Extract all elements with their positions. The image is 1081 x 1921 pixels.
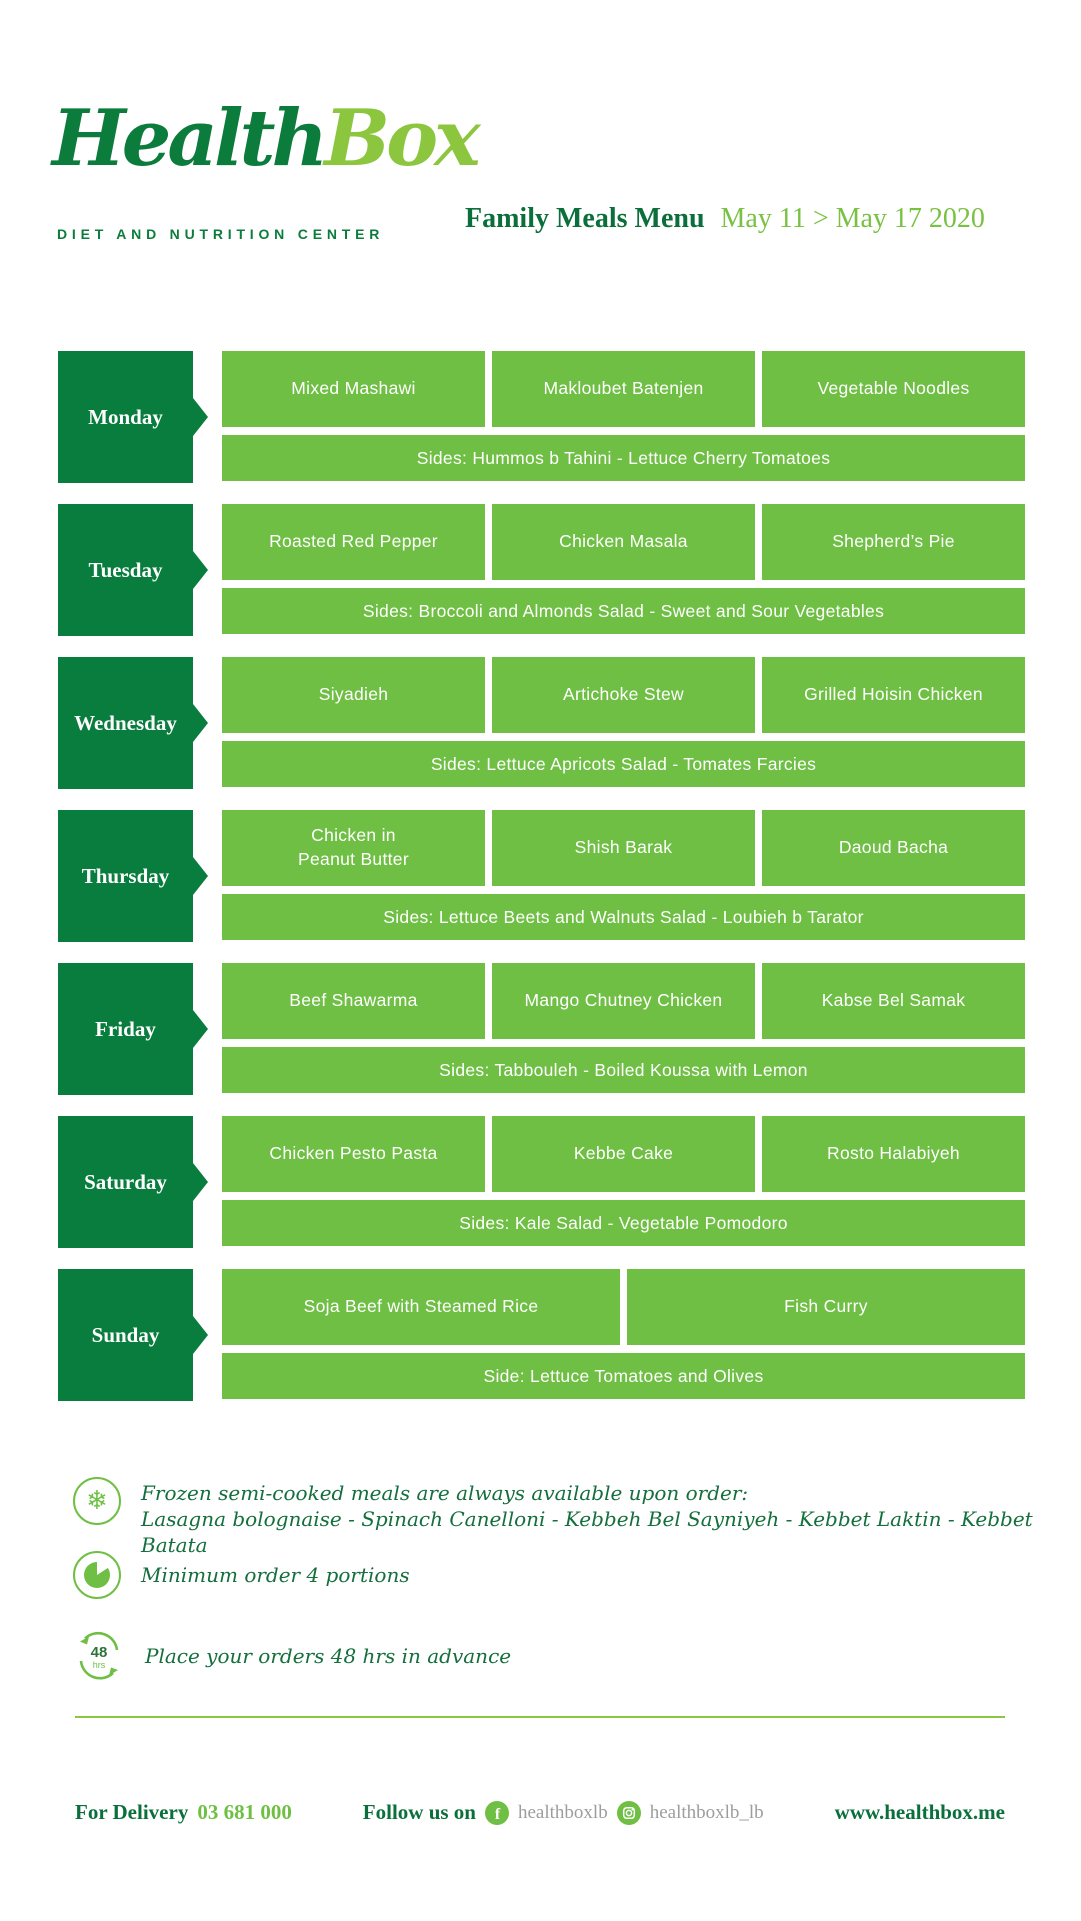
day-label-block: Tuesday: [58, 504, 193, 636]
date-range: May 11 > May 17 2020: [720, 203, 985, 234]
note-frozen-line1: Frozen semi-cooked meals are always avai…: [141, 1481, 749, 1505]
day-label-block: Sunday: [58, 1269, 193, 1401]
meal-block: Kabse Bel Samak: [762, 963, 1025, 1039]
day-arrow-icon: [193, 398, 208, 436]
healthbox-logo: HealthBox: [52, 100, 481, 178]
day-arrow-icon: [193, 551, 208, 589]
day-label-block: Monday: [58, 351, 193, 483]
note-order-advance: 48 hrs Place your orders 48 hrs in advan…: [73, 1629, 511, 1683]
sides-bar: Sides: Tabbouleh - Boiled Koussa with Le…: [222, 1047, 1025, 1093]
page-title: Family Meals Menu: [465, 203, 705, 234]
svg-text:f: f: [495, 1806, 501, 1823]
sides-bar: Sides: Broccoli and Almonds Salad - Swee…: [222, 588, 1025, 634]
svg-text:48: 48: [91, 1644, 108, 1661]
note-minimum-text: Minimum order 4 portions: [141, 1563, 410, 1587]
sides-bar: Sides: Hummos b Tahini - Lettuce Cherry …: [222, 435, 1025, 481]
svg-text:hrs: hrs: [93, 1660, 106, 1670]
footer: For Delivery 03 681 000 Follow us on f h…: [75, 1800, 1005, 1825]
meal-block: Daoud Bacha: [762, 810, 1025, 886]
meal-block: Fish Curry: [627, 1269, 1025, 1345]
delivery-info: For Delivery 03 681 000: [75, 1800, 292, 1825]
day-label-block: Thursday: [58, 810, 193, 942]
facebook-handle[interactable]: healthboxlb: [518, 1801, 608, 1823]
facebook-icon[interactable]: f: [485, 1800, 509, 1825]
meal-block: Roasted Red Pepper: [222, 504, 485, 580]
brand-tagline: DIET AND NUTRITION CENTER: [57, 226, 385, 242]
delivery-label: For Delivery: [75, 1800, 189, 1824]
instagram-handle[interactable]: healthboxlb_lb: [649, 1801, 764, 1823]
meal-block: Chicken Masala: [492, 504, 755, 580]
sides-bar: Sides: Lettuce Beets and Walnuts Salad -…: [222, 894, 1025, 940]
day-arrow-icon: [193, 1316, 208, 1354]
meal-block: Mango Chutney Chicken: [492, 963, 755, 1039]
day-arrow-icon: [193, 1163, 208, 1201]
snowflake-icon: ❄: [73, 1477, 121, 1525]
logo-box-text: Box: [324, 93, 480, 184]
note-frozen-line2: Lasagna bolognaise - Spinach Canelloni -…: [141, 1507, 1033, 1557]
social-links: Follow us on f healthboxlb healthboxlb_l…: [363, 1800, 764, 1825]
meal-block: Shepherd’s Pie: [762, 504, 1025, 580]
48hrs-cycle-icon: 48 hrs: [73, 1629, 125, 1683]
meal-block: Grilled Hoisin Chicken: [762, 657, 1025, 733]
meal-block: Beef Shawarma: [222, 963, 485, 1039]
logo-health-text: Health: [52, 93, 328, 184]
day-arrow-icon: [193, 1010, 208, 1048]
meal-block: Vegetable Noodles: [762, 351, 1025, 427]
footer-divider: [75, 1716, 1005, 1718]
day-label-block: Wednesday: [58, 657, 193, 789]
note-advance-text: Place your orders 48 hrs in advance: [145, 1644, 512, 1668]
note-minimum-order: Minimum order 4 portions: [73, 1551, 410, 1599]
sides-bar: Side: Lettuce Tomatoes and Olives: [222, 1353, 1025, 1399]
follow-label: Follow us on: [362, 1800, 476, 1824]
meal-block: Soja Beef with Steamed Rice: [222, 1269, 620, 1345]
day-arrow-icon: [193, 704, 208, 742]
meal-block: Chicken Pesto Pasta: [222, 1116, 485, 1192]
note-frozen-text: Frozen semi-cooked meals are always avai…: [141, 1477, 1081, 1558]
day-label-block: Friday: [58, 963, 193, 1095]
sides-bar: Sides: Lettuce Apricots Salad - Tomates …: [222, 741, 1025, 787]
meal-block: Makloubet Batenjen: [492, 351, 755, 427]
pie-clock-icon: [73, 1551, 121, 1599]
meal-block: Artichoke Stew: [492, 657, 755, 733]
meal-block: Rosto Halabiyeh: [762, 1116, 1025, 1192]
meal-block: Kebbe Cake: [492, 1116, 755, 1192]
meal-block: Siyadieh: [222, 657, 485, 733]
instagram-icon[interactable]: [616, 1800, 641, 1825]
sides-bar: Sides: Kale Salad - Vegetable Pomodoro: [222, 1200, 1025, 1246]
meal-block: Chicken in Peanut Butter: [222, 810, 485, 886]
day-arrow-icon: [193, 857, 208, 895]
delivery-phone[interactable]: 03 681 000: [197, 1800, 292, 1824]
website-link[interactable]: www.healthbox.me: [834, 1800, 1005, 1824]
day-label-block: Saturday: [58, 1116, 193, 1248]
note-frozen-meals: ❄ Frozen semi-cooked meals are always av…: [73, 1477, 1081, 1558]
meal-block: Mixed Mashawi: [222, 351, 485, 427]
menu-header: Family Meals Menu May 11 > May 17 2020: [465, 203, 985, 235]
meal-block: Shish Barak: [492, 810, 755, 886]
